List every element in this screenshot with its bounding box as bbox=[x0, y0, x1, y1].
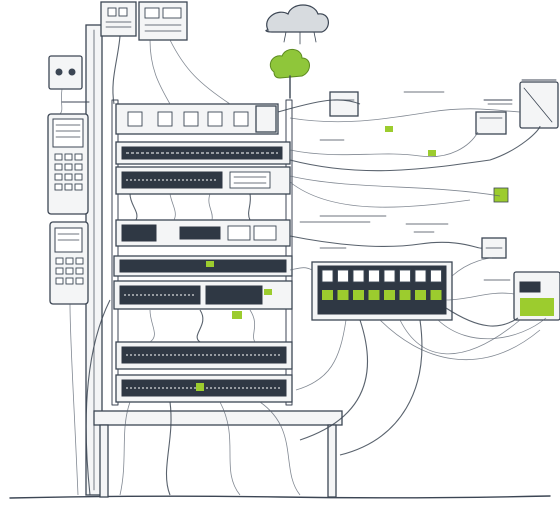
rack-base-table bbox=[93, 410, 343, 498]
server-lower-1 bbox=[115, 341, 293, 370]
server-middle-2u bbox=[113, 280, 293, 319]
cable bbox=[165, 401, 172, 496]
cable bbox=[445, 292, 515, 301]
cable bbox=[289, 131, 479, 158]
cable bbox=[112, 35, 121, 105]
cable bbox=[259, 401, 301, 496]
switch-port bbox=[399, 269, 411, 283]
switch-port bbox=[321, 269, 334, 283]
cable bbox=[289, 267, 313, 271]
patch-panel bbox=[115, 103, 279, 135]
switch-port-led bbox=[399, 290, 411, 300]
wall-jack-right bbox=[481, 237, 507, 259]
switch-1u bbox=[115, 219, 291, 247]
switch-port-led bbox=[322, 290, 333, 300]
switch-port bbox=[337, 269, 349, 283]
cable bbox=[59, 88, 63, 115]
cable bbox=[129, 193, 138, 221]
cable bbox=[445, 307, 519, 327]
cable bbox=[149, 39, 171, 105]
switch-port bbox=[383, 269, 396, 283]
switch-port bbox=[368, 269, 380, 283]
cable bbox=[119, 401, 131, 496]
telephone-unit-lower bbox=[49, 221, 89, 305]
annotation-scribbles bbox=[299, 91, 513, 281]
cable bbox=[339, 319, 423, 456]
cable bbox=[219, 401, 241, 496]
cable bbox=[208, 193, 213, 221]
cable bbox=[289, 181, 471, 208]
cable bbox=[169, 39, 231, 105]
cable bbox=[248, 193, 251, 221]
rack-frame bbox=[111, 99, 293, 406]
cable bbox=[69, 303, 79, 496]
cable bbox=[169, 193, 176, 221]
switch-port-led bbox=[415, 290, 426, 300]
small-router-right bbox=[475, 99, 513, 135]
switch-port-led bbox=[368, 290, 380, 300]
cable bbox=[85, 299, 111, 496]
router-1u bbox=[115, 141, 291, 165]
green-connectors bbox=[385, 126, 509, 203]
cable bbox=[149, 309, 155, 343]
switch-port-led bbox=[353, 290, 364, 300]
cable bbox=[277, 99, 361, 113]
switch-port-led bbox=[384, 290, 395, 300]
cable bbox=[437, 317, 547, 340]
cable bbox=[289, 175, 501, 197]
cable bbox=[399, 319, 521, 355]
switch-port-led bbox=[337, 290, 349, 300]
floor-line bbox=[9, 495, 551, 499]
server-1u bbox=[115, 166, 291, 195]
top-junction-box bbox=[100, 1, 188, 41]
switch-port bbox=[430, 269, 442, 283]
cable bbox=[289, 125, 541, 172]
telephone-unit-upper bbox=[47, 113, 89, 215]
server-middle-1u bbox=[113, 255, 293, 277]
cloud-icon bbox=[265, 4, 329, 45]
cable bbox=[379, 319, 541, 360]
switch-port-led bbox=[430, 290, 442, 300]
switch-port bbox=[414, 269, 427, 283]
network-switch-green-ports bbox=[311, 261, 453, 321]
remote-terminal-box bbox=[519, 79, 559, 129]
server-lower-2 bbox=[115, 374, 293, 403]
switch-port bbox=[352, 269, 365, 283]
cable bbox=[196, 309, 204, 343]
cable bbox=[295, 319, 347, 391]
green-status-module bbox=[513, 271, 560, 321]
cable-bundle bbox=[59, 35, 547, 496]
cable bbox=[289, 235, 483, 249]
tree-icon bbox=[269, 49, 310, 99]
upper-small-device bbox=[329, 91, 359, 117]
wall-power-outlet bbox=[48, 55, 90, 103]
cable bbox=[289, 108, 521, 123]
cable bbox=[249, 309, 256, 343]
cable bbox=[299, 319, 368, 441]
cable bbox=[451, 257, 493, 277]
